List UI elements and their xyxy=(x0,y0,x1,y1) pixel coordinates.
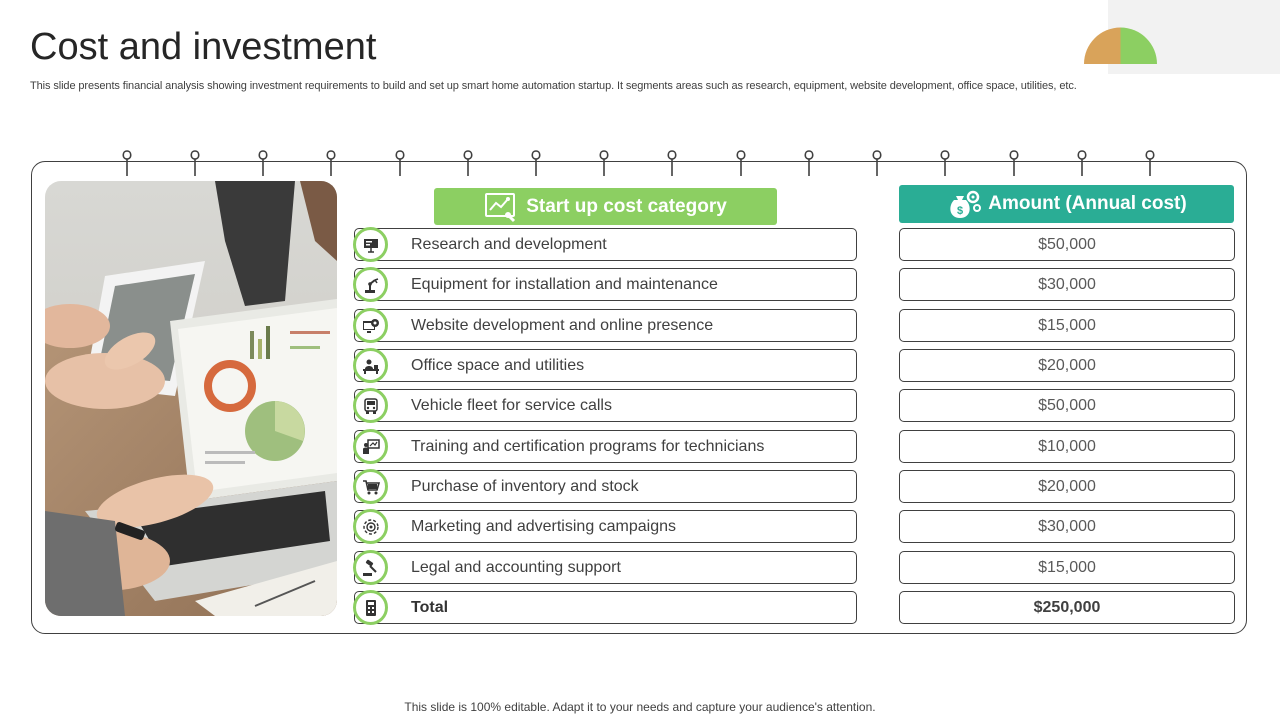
cost-category-label: Purchase of inventory and stock xyxy=(411,477,639,495)
cost-category-label: Vehicle fleet for service calls xyxy=(411,396,612,414)
spiral-ring-icon xyxy=(667,150,677,176)
cost-category-label: Marketing and advertising campaigns xyxy=(411,517,677,535)
spiral-ring-icon xyxy=(463,150,473,176)
cost-amount-cell: $10,000 xyxy=(899,430,1235,463)
spiral-ring-icon xyxy=(1009,150,1019,176)
cost-total-label: Total xyxy=(411,598,449,616)
cost-amount-cell: $20,000 xyxy=(899,470,1235,503)
spiral-ring-icon xyxy=(122,150,132,176)
cost-total-amount: $250,000 xyxy=(899,591,1235,624)
spiral-ring-icon xyxy=(190,150,200,176)
cost-amount-cell: $30,000 xyxy=(899,268,1235,301)
cost-row-website: Website development and online presence xyxy=(353,308,857,343)
footer-note: This slide is 100% editable. Adapt it to… xyxy=(404,700,876,714)
cost-row-equipment: Equipment for installation and maintenan… xyxy=(353,267,857,302)
amount-column-header-label: Amount (Annual cost) xyxy=(988,193,1187,214)
cost-row-research: Research and development xyxy=(353,227,857,262)
cost-category-label: Legal and accounting support xyxy=(411,558,621,576)
spiral-ring-icon xyxy=(326,150,336,176)
category-column-header-label: Start up cost category xyxy=(526,195,727,217)
vehicle-icon xyxy=(353,388,388,423)
cost-row-vehicle: Vehicle fleet for service calls xyxy=(353,388,857,423)
cost-category-label: Research and development xyxy=(411,235,607,253)
spiral-ring-icon xyxy=(872,150,882,176)
spiral-ring-icon xyxy=(531,150,541,176)
cost-row-inventory: Purchase of inventory and stock xyxy=(353,469,857,504)
category-column-header: Start up cost category xyxy=(434,188,777,225)
office-desk-icon xyxy=(353,348,388,383)
spiral-ring-icon xyxy=(1077,150,1087,176)
cost-row-legal: Legal and accounting support xyxy=(353,550,857,585)
calculator-icon xyxy=(353,590,388,625)
cost-category-label: Training and certification programs for … xyxy=(411,437,765,455)
cost-row-training: Training and certification programs for … xyxy=(353,429,857,464)
spiral-ring-icon xyxy=(258,150,268,176)
cost-category-label: Equipment for installation and maintenan… xyxy=(411,275,718,293)
website-gear-icon xyxy=(353,308,388,343)
cost-amount-cell: $15,000 xyxy=(899,309,1235,342)
analytics-board-icon xyxy=(485,192,516,222)
spiral-ring-icon xyxy=(736,150,746,176)
cost-amount-cell: $30,000 xyxy=(899,510,1235,543)
amount-column-header: $ Amount (Annual cost) xyxy=(899,185,1234,223)
spiral-ring-icon xyxy=(1145,150,1155,176)
notebook-panel xyxy=(31,161,1247,634)
shopping-cart-icon xyxy=(353,469,388,504)
spiral-ring-icon xyxy=(395,150,405,176)
target-icon xyxy=(353,509,388,544)
cost-amount-cell: $50,000 xyxy=(899,389,1235,422)
page-title: Cost and investment xyxy=(30,26,377,68)
svg-text:$: $ xyxy=(957,205,963,217)
spiral-ring-icon xyxy=(599,150,609,176)
spiral-ring-icon xyxy=(804,150,814,176)
spiral-ring-icon xyxy=(940,150,950,176)
cost-amount-cell: $15,000 xyxy=(899,551,1235,584)
money-bag-gear-icon: $ xyxy=(950,190,982,218)
cost-category-label: Website development and online presence xyxy=(411,316,714,334)
gavel-icon xyxy=(353,550,388,585)
cost-row-marketing: Marketing and advertising campaigns xyxy=(353,509,857,544)
laptop-dashboard-photo xyxy=(45,181,337,616)
notebook-spiral-rings xyxy=(0,149,1280,179)
cost-row-office: Office space and utilities xyxy=(353,348,857,383)
cost-row-total: Total xyxy=(353,590,857,625)
cost-category-label: Office space and utilities xyxy=(411,356,585,374)
page-subtitle: This slide presents financial analysis s… xyxy=(30,80,1077,92)
robotic-arm-icon xyxy=(353,267,388,302)
presentation-icon xyxy=(353,227,388,262)
training-board-icon xyxy=(353,429,388,464)
corner-half-circle-graphic xyxy=(1084,27,1157,64)
cost-amount-cell: $20,000 xyxy=(899,349,1235,382)
cost-amount-cell: $50,000 xyxy=(899,228,1235,261)
